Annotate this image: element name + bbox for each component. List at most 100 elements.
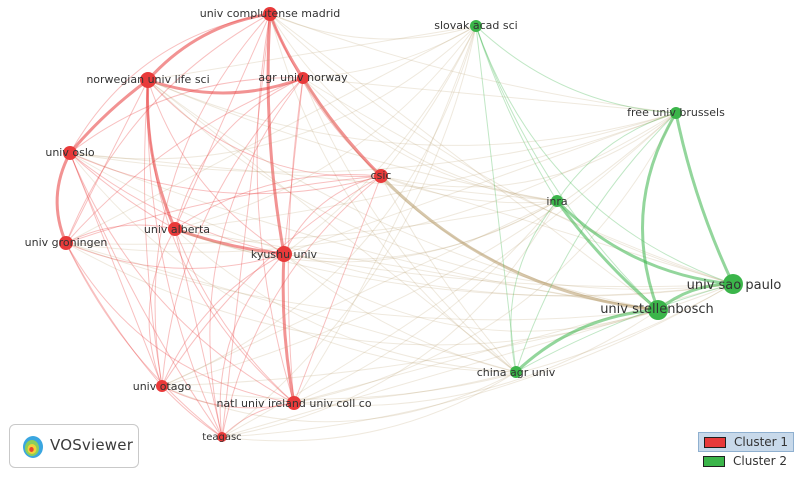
link-ucm-inra — [269, 13, 558, 202]
link-oslo-alberta — [69, 152, 176, 230]
link-alberta-teagasc — [174, 228, 223, 438]
link-slovak-brussels — [475, 25, 677, 114]
link-oslo-inra — [69, 152, 558, 202]
node-label-nuls[interactable]: norwegian univ life sci — [86, 73, 209, 86]
node-label-kyushu[interactable]: kyushu univ — [251, 248, 318, 261]
link-ucm-stellen — [269, 13, 659, 311]
link-csic-inra — [380, 175, 558, 204]
link-slovak-stellen — [475, 25, 659, 311]
node-natlire[interactable] — [287, 396, 301, 410]
link-csic-teagasc — [221, 175, 382, 438]
link-oslo-groningen — [55, 151, 72, 245]
link-ucm-natlire — [256, 13, 295, 404]
node-slovak[interactable] — [470, 20, 482, 32]
link-alberta-inra — [174, 200, 558, 263]
nodes-layer — [59, 7, 743, 442]
link-natlire-teagasc — [221, 402, 295, 438]
node-groningen[interactable] — [59, 236, 73, 250]
link-agrnor-oslo — [69, 77, 304, 154]
node-label-slovak[interactable]: slovak acad sci — [434, 19, 517, 32]
node-label-csic[interactable]: csic — [371, 169, 392, 182]
link-alberta-otago — [148, 228, 176, 387]
link-natlire-inra — [293, 200, 558, 404]
link-agrnor-brussels — [302, 77, 677, 114]
link-oslo-csic — [69, 152, 382, 195]
link-teagasc-slovak — [221, 25, 477, 438]
node-ucm[interactable] — [263, 7, 277, 21]
link-kyushu-inra — [283, 200, 558, 260]
link-agrnor-groningen — [65, 77, 304, 244]
link-otago-inra — [161, 200, 558, 387]
link-brussels-saopaulo — [674, 111, 735, 286]
link-oslo-natlire — [69, 152, 295, 404]
link-teagasc-inra — [221, 200, 558, 438]
link-alberta-saopaulo — [174, 228, 734, 297]
link-otago-slovak — [161, 25, 477, 387]
link-agrnor-inra — [302, 77, 558, 202]
node-label-natlire[interactable]: natl univ ireland univ coll co — [216, 397, 371, 410]
node-label-china[interactable]: china agr univ — [477, 366, 556, 379]
node-label-groningen[interactable]: univ groningen — [25, 236, 108, 249]
node-csic[interactable] — [374, 169, 388, 183]
node-label-ucm[interactable]: univ complutense madrid — [200, 7, 341, 20]
link-groningen-slovak — [65, 25, 477, 244]
link-otago-china — [161, 371, 517, 423]
link-oslo-stellen — [69, 152, 659, 311]
link-csic-alberta — [174, 173, 382, 230]
vosviewer-logo-icon — [23, 436, 43, 458]
node-label-alberta[interactable]: univ alberta — [144, 223, 210, 236]
link-ucm-oslo — [69, 13, 271, 154]
link-ucm-kyushu — [266, 12, 286, 256]
link-csic-stellen — [379, 174, 660, 312]
vosviewer-logo: VOSviewer — [9, 424, 139, 468]
link-oslo-slovak — [69, 25, 477, 160]
link-inra-china — [510, 200, 558, 373]
link-oslo-saopaulo — [69, 152, 734, 297]
link-agrnor-csic — [301, 76, 383, 178]
link-kyushu-stellen — [283, 253, 659, 332]
link-kyushu-brussels — [283, 112, 677, 255]
link-groningen-teagasc — [65, 242, 223, 438]
link-kyushu-natlire — [281, 252, 296, 405]
labels-layer: univ complutense madrid norwegian univ li… — [25, 7, 782, 443]
node-saopaulo[interactable] — [723, 274, 743, 294]
node-agrnor[interactable] — [297, 72, 309, 84]
link-nuls-saopaulo — [147, 79, 734, 290]
link-nuls-alberta — [145, 78, 177, 231]
link-ucm-otago — [154, 13, 271, 387]
link-otago-stellen — [161, 309, 659, 387]
link-alberta-china — [174, 228, 517, 373]
node-alberta[interactable] — [168, 222, 182, 236]
node-china[interactable] — [510, 366, 522, 378]
node-brussels[interactable] — [670, 107, 682, 119]
legend-item-cluster-1[interactable]: Cluster 1 — [698, 432, 794, 452]
node-label-brussels[interactable]: free univ brussels — [627, 106, 725, 119]
node-nuls[interactable] — [140, 72, 156, 88]
node-otago[interactable] — [156, 380, 168, 392]
node-stellen[interactable] — [648, 300, 668, 320]
node-label-agrnor[interactable]: agr univ norway — [258, 71, 348, 84]
node-inra[interactable] — [551, 195, 563, 207]
link-csic-kyushu — [283, 175, 382, 255]
node-label-otago[interactable]: univ otago — [133, 380, 192, 393]
link-agrnor-stellen — [302, 77, 659, 311]
link-oslo-brussels — [69, 112, 677, 173]
node-oslo[interactable] — [63, 146, 77, 160]
link-agrnor-alberta — [174, 77, 304, 230]
link-kyushu-teagasc — [219, 253, 285, 438]
link-slovak-inra — [475, 25, 558, 202]
link-saopaulo-china — [515, 283, 734, 373]
link-slovak-china — [475, 25, 517, 373]
link-ucm-teagasc — [221, 13, 271, 438]
legend-item-cluster-2[interactable]: Cluster 2 — [698, 452, 794, 472]
node-label-teagasc[interactable]: teagasc — [202, 432, 241, 443]
node-label-oslo[interactable]: univ oslo — [45, 146, 95, 159]
node-label-inra[interactable]: inra — [546, 195, 567, 208]
node-label-saopaulo[interactable]: univ sao paulo — [687, 278, 782, 293]
node-kyushu[interactable] — [276, 246, 292, 262]
node-teagasc[interactable] — [217, 432, 227, 442]
node-label-stellen[interactable]: univ stellenbosch — [600, 302, 714, 317]
link-nuls-kyushu — [147, 79, 285, 255]
link-alberta-brussels — [174, 112, 677, 230]
